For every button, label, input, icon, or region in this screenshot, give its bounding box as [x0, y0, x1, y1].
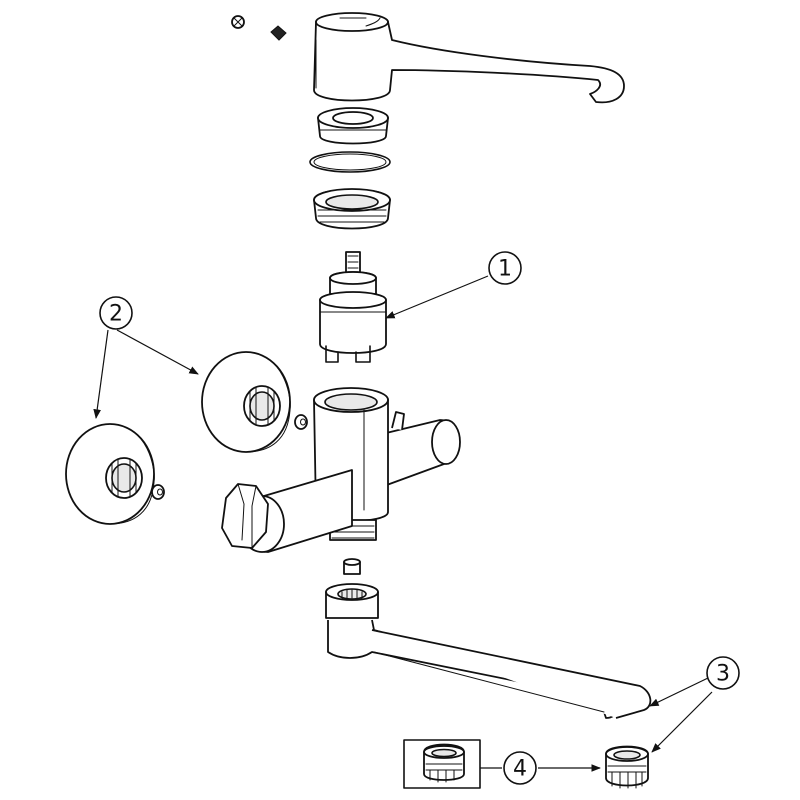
spout-insert — [343, 558, 361, 575]
leader-line-2b — [93, 329, 109, 419]
callout-1: 1 — [488, 251, 522, 285]
callout-2-label: 2 — [109, 302, 123, 327]
plug-small-lower — [151, 484, 165, 500]
plug-small-upper — [294, 414, 308, 430]
callout-2: 2 — [99, 296, 133, 330]
swivel-spout — [325, 583, 652, 719]
wall-rosette-upper — [201, 351, 291, 453]
mixer-body — [221, 387, 461, 553]
grub-screw-right — [270, 25, 287, 41]
grub-screw-left — [231, 15, 245, 29]
callout-3: 3 — [706, 656, 740, 690]
leader-line-3b — [651, 691, 713, 753]
leader-line-3a — [649, 677, 709, 707]
threaded-nut — [313, 188, 391, 230]
cartridge — [319, 251, 387, 363]
aerator — [605, 745, 649, 789]
aerator-inset-box — [403, 739, 481, 789]
callout-3-label: 3 — [716, 662, 730, 687]
cap-ring — [317, 107, 389, 145]
wall-rosette-lower — [65, 423, 155, 525]
lever-handle — [313, 12, 625, 104]
callout-4: 4 — [503, 751, 537, 785]
leader-line-2a — [116, 329, 199, 375]
callout-4-label: 4 — [513, 757, 527, 782]
callout-1-label: 1 — [498, 257, 512, 282]
leader-line-1 — [385, 275, 489, 319]
o-ring — [309, 151, 391, 173]
